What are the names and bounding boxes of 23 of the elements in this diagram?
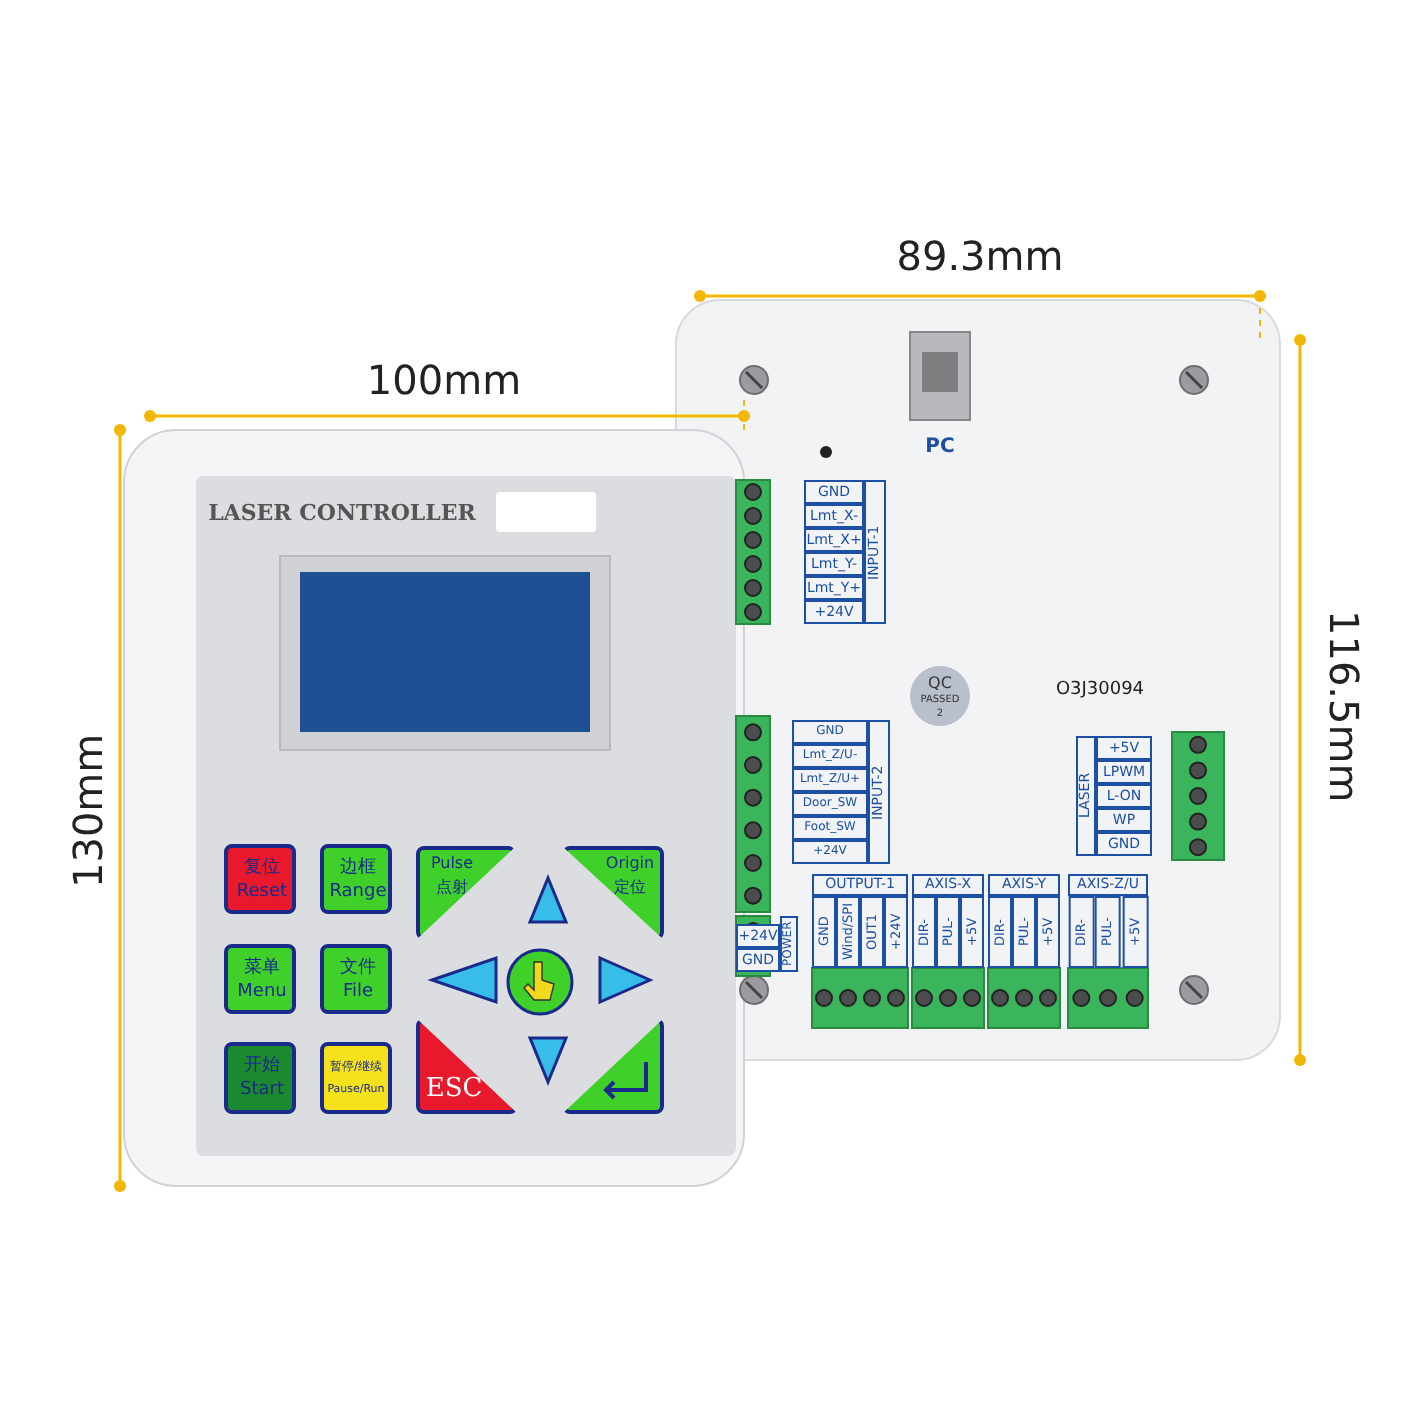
key-label: Origin <box>603 852 657 874</box>
sticker-text: QC <box>926 674 954 692</box>
key-label: File <box>340 982 376 1004</box>
key-label: Reset <box>234 882 290 904</box>
key-label: Range <box>328 882 388 904</box>
panel-title: LASER CONTROLLER <box>212 497 472 528</box>
dimension-label: 100mm <box>364 356 524 404</box>
dimension-label: 130mm <box>64 730 112 892</box>
key-label: 菜单 <box>242 958 282 980</box>
key-label: ESC <box>424 1074 484 1102</box>
key-label: Menu <box>235 982 289 1004</box>
key-label: Start <box>238 1080 286 1102</box>
key-label: 边框 <box>338 858 378 880</box>
key-label: 文件 <box>338 958 378 980</box>
port-label: PC <box>923 436 957 460</box>
key-label: Pulse <box>428 852 476 874</box>
serial-number: O3J30094 <box>1053 680 1147 702</box>
key-label: 点射 <box>434 876 470 898</box>
dimension-label: 89.3mm <box>894 232 1066 280</box>
key-label: 复位 <box>242 858 282 880</box>
key-label: 定位 <box>612 876 648 898</box>
dimension-label: 116.5mm <box>1320 610 1368 802</box>
key-label: 开始 <box>242 1056 282 1078</box>
